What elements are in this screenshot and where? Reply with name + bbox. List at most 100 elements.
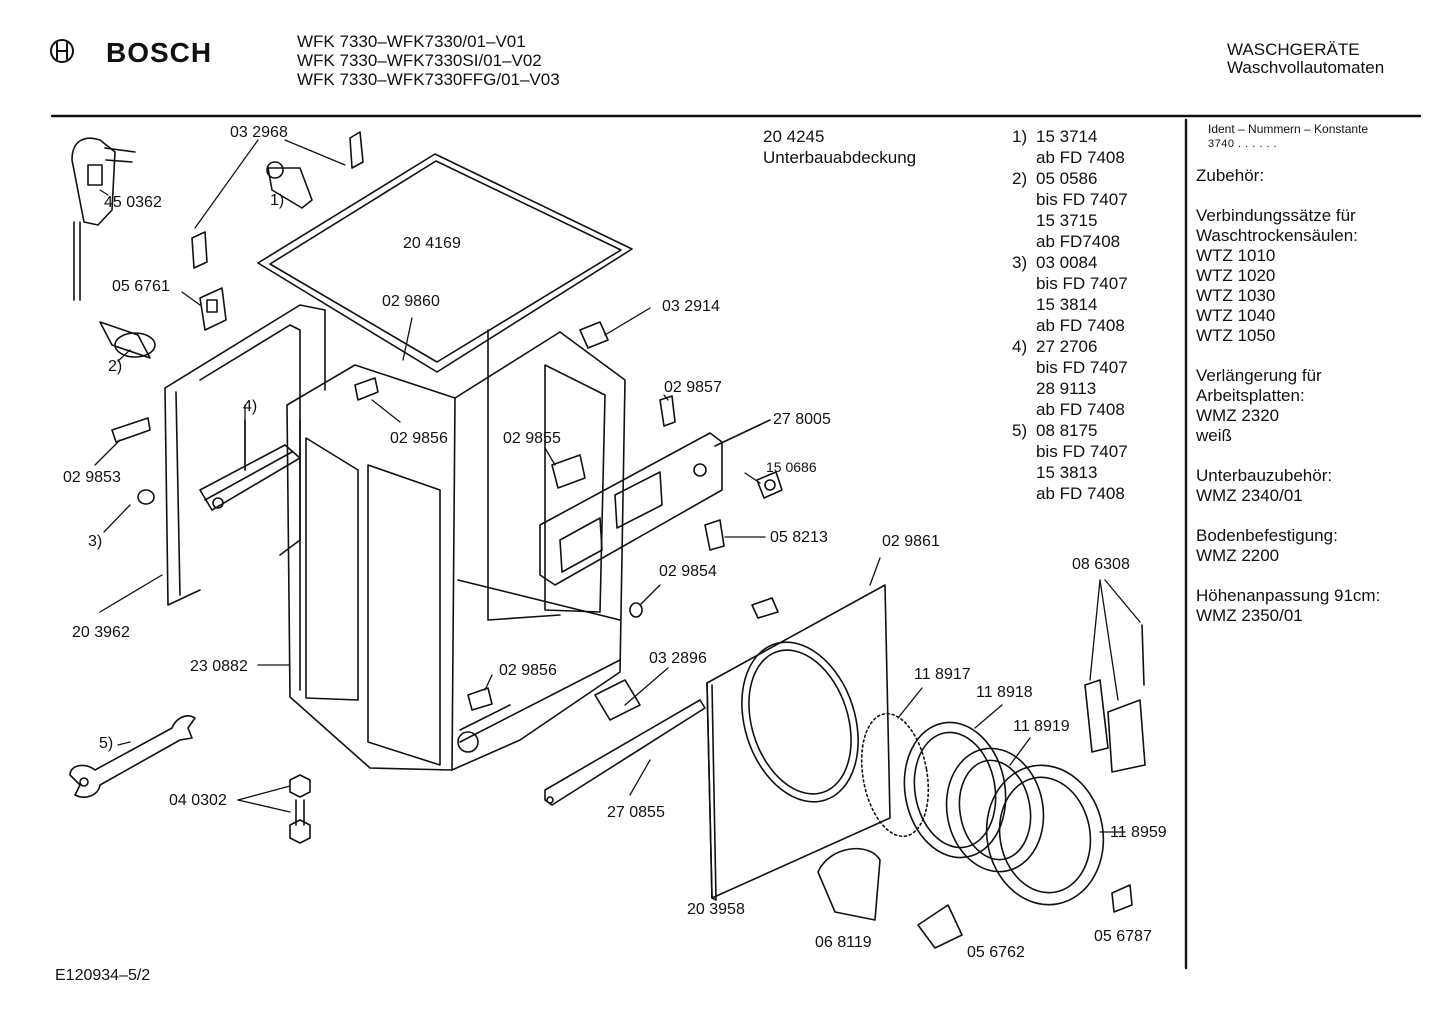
part-label: 06 8119 [815, 934, 872, 951]
accessory-line [1196, 186, 1380, 206]
latch-032914-icon [579, 321, 609, 349]
footnote-value: 03 0084 [1036, 253, 1098, 272]
footnote-index: 3) [1012, 253, 1028, 272]
footnote-row: bis FD 7407 [1012, 441, 1128, 462]
part-label: 45 0362 [104, 194, 162, 211]
footnote-value: 05 0586 [1036, 169, 1098, 188]
part-label: 27 0855 [607, 804, 665, 821]
accessory-line: WMZ 2320 [1196, 406, 1280, 425]
callout-label: 5) [99, 735, 114, 752]
clip-058213-icon [704, 519, 725, 551]
door-glass-icon [945, 747, 1045, 873]
wrench-icon [69, 715, 196, 798]
model-line-1: WFK 7330–WFK7330/01–V01 [297, 32, 526, 51]
part-label: 04 0302 [169, 792, 227, 809]
part-label: 03 2896 [649, 650, 707, 667]
bosch-brand: BOSCH [106, 37, 213, 68]
footnote-row: ab FD7408 [1012, 231, 1128, 252]
callout-label: 1) [270, 192, 285, 209]
door-handle-068119-icon [817, 847, 881, 921]
footnote-value: 15 3714 [1036, 127, 1098, 146]
kick-strip-icon [544, 699, 706, 806]
accessory-line [1196, 566, 1380, 586]
footnote-value: bis FD 7407 [1036, 442, 1128, 461]
footnote-row: ab FD 7408 [1012, 147, 1128, 168]
footnote-value: 27 2706 [1036, 337, 1098, 356]
footnote-row: ab FD 7408 [1012, 483, 1128, 504]
footnote-row: 15 3814 [1012, 294, 1128, 315]
drain-filter-icon [99, 321, 156, 359]
accessory-line: Verbindungssätze für [1196, 206, 1356, 225]
accessory-line: Bodenbefestigung: [1196, 526, 1338, 545]
accessory-line: Unterbauzubehör: [1196, 466, 1333, 485]
accessory-line [1196, 346, 1380, 366]
door-lock-056761-icon [199, 287, 227, 331]
cap-056787-icon [1111, 884, 1133, 913]
footnote-value: bis FD 7407 [1036, 274, 1128, 293]
footnote-row: 5)08 8175 [1012, 420, 1128, 441]
model-line-2: WFK 7330–WFK7330SI/01–V02 [297, 51, 542, 70]
footnote-row: ab FD 7408 [1012, 399, 1128, 420]
footnote-value: bis FD 7407 [1036, 358, 1128, 377]
part-label: 11 8959 [1110, 824, 1167, 841]
footnote-row: bis FD 7407 [1012, 357, 1128, 378]
bosch-logo-icon [50, 39, 74, 63]
footnote-index: 2) [1012, 169, 1028, 188]
footnotes-list: 1)15 3714 ab FD 7408 2) 05 0586 bis FD 74… [1012, 126, 1128, 504]
footnote-value: bis FD 7407 [1036, 190, 1128, 209]
accessories-list: Zubehör: Verbindungssätze für Waschtrock… [1196, 166, 1380, 626]
part-label: 27 8005 [773, 411, 831, 428]
part-label: 11 8919 [1013, 718, 1070, 735]
footnote-value: 28 9113 [1036, 379, 1097, 398]
part-label: 05 6761 [112, 278, 170, 295]
accessory-line: Waschtrockensäulen: [1196, 226, 1358, 245]
footnote-value: 15 3813 [1036, 463, 1098, 482]
footnote-row: 3) 03 0084 [1012, 252, 1128, 273]
cover-part-name: Unterbauabdeckung [763, 148, 917, 167]
part-label: 03 2914 [662, 298, 720, 315]
footnote-value: 15 3715 [1036, 211, 1098, 230]
footnote-index: 4) [1012, 337, 1028, 356]
part-label: 03 2968 [230, 124, 288, 141]
accessory-line: WTZ 1040 [1196, 306, 1276, 325]
bracket-056762-icon [917, 904, 963, 949]
footnote-value: 08 8175 [1036, 421, 1098, 440]
part-label: 08 6308 [1072, 556, 1130, 573]
part-label: 11 8917 [914, 666, 971, 683]
accessory-line: WMZ 2340/01 [1196, 486, 1303, 505]
footnote-value: ab FD 7408 [1036, 316, 1125, 335]
footnote-row: bis FD 7407 [1012, 273, 1128, 294]
accessory-line: Zubehör: [1196, 166, 1265, 185]
clip-029855-icon [551, 454, 586, 489]
part-label: 20 3958 [687, 901, 745, 918]
part-label: 02 9856 [499, 662, 557, 679]
power-plug-icon [71, 137, 136, 301]
door-outer-ring-icon [985, 764, 1105, 906]
leader-lines [94, 139, 1141, 833]
door-seal-ring-icon [860, 712, 930, 838]
footnote-row: bis FD 7407 [1012, 189, 1128, 210]
accessory-line: WTZ 1010 [1196, 246, 1276, 265]
footnote-row: 1)15 3714 [1012, 126, 1128, 147]
knob-3-icon [137, 489, 155, 505]
hinge-029853-icon [111, 417, 151, 443]
category-title: WASCHGERÄTE [1227, 40, 1360, 59]
accessory-line: Verlängerung für [1196, 366, 1322, 385]
part-label: 20 4169 [403, 235, 461, 252]
grommet-029854-icon [629, 602, 643, 618]
accessory-line: Arbeitsplatten: [1196, 386, 1305, 405]
footnote-row: 15 3813 [1012, 462, 1128, 483]
accessory-line [1196, 506, 1380, 526]
ident-value: 3740 . . . . . . [1208, 138, 1278, 150]
part-label: 20 3962 [72, 624, 130, 641]
model-line-3: WFK 7330–WFK7330FFG/01–V03 [297, 70, 560, 89]
clip-029856-icon [354, 377, 493, 711]
support-rail-icon [199, 419, 301, 511]
hinge-032896-icon [594, 679, 641, 721]
part-label: 02 9856 [390, 430, 448, 447]
cabinet-frame-icon [164, 304, 626, 771]
callout-label: 3) [88, 533, 103, 550]
part-label: 05 6762 [967, 944, 1025, 961]
footnote-value: ab FD 7408 [1036, 484, 1125, 503]
